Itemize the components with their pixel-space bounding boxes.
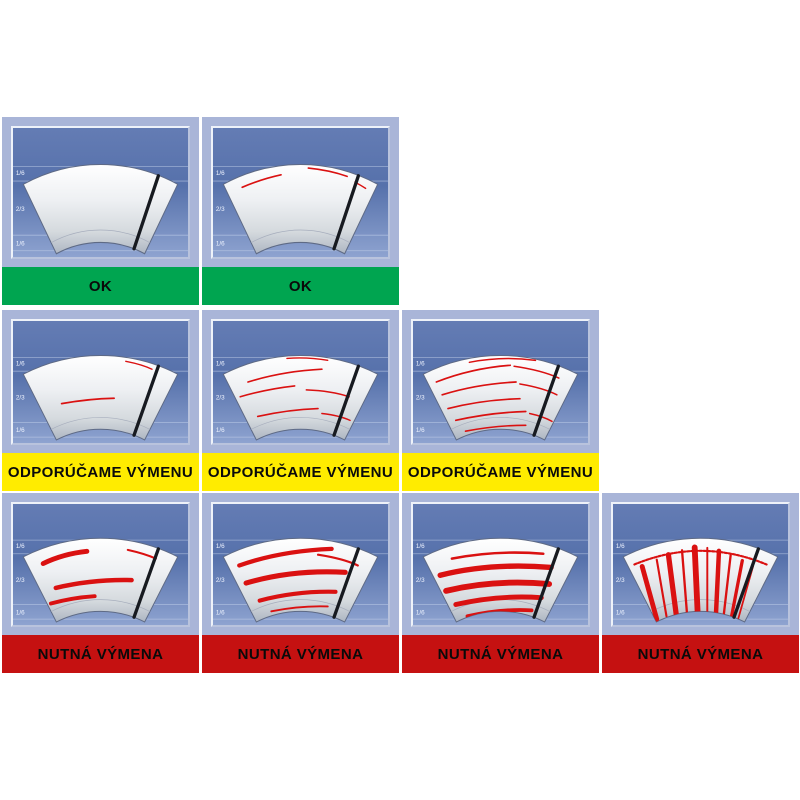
wiper-blade bbox=[132, 547, 160, 619]
status-label-danger: NUTNÁ VÝMENA bbox=[202, 635, 399, 673]
windshield-display: 1/6 2/3 1/6 bbox=[211, 319, 390, 445]
wear-streaks bbox=[633, 544, 768, 622]
scale-label: 2/3 bbox=[16, 206, 25, 213]
fan-inner-arc bbox=[50, 229, 151, 243]
wiper-blade bbox=[332, 547, 360, 619]
scale-label: 1/6 bbox=[16, 609, 25, 616]
scale-label: 1/6 bbox=[616, 609, 625, 616]
fan-inner-arc bbox=[50, 417, 151, 430]
fan-inner-arc bbox=[250, 417, 351, 430]
wear-streaks bbox=[40, 548, 157, 606]
wiper-blade bbox=[132, 174, 160, 251]
scale-label: 1/6 bbox=[216, 240, 225, 247]
windshield-display: 1/6 2/3 1/6 bbox=[11, 126, 190, 259]
status-label-warn: ODPORÚČAME VÝMENU bbox=[2, 453, 199, 491]
scale-label: 1/6 bbox=[16, 240, 25, 247]
scale-label: 1/6 bbox=[16, 543, 25, 550]
scale-label: 1/6 bbox=[216, 543, 225, 550]
scale-label: 1/6 bbox=[216, 360, 225, 367]
scale-label: 1/6 bbox=[416, 427, 425, 434]
fan-inner-arc bbox=[250, 229, 351, 243]
wear-streaks bbox=[437, 551, 554, 619]
windshield-display: 1/6 2/3 1/6 bbox=[211, 502, 390, 627]
scale-label: 1/6 bbox=[16, 170, 25, 177]
wiper-sweep-graphic: 1/6 2/3 1/6 bbox=[213, 321, 388, 443]
scale-label: 1/6 bbox=[416, 360, 425, 367]
status-label-warn: ODPORÚČAME VÝMENU bbox=[402, 453, 599, 491]
wiper-sweep-graphic: 1/6 2/3 1/6 bbox=[213, 504, 388, 625]
status-label-danger: NUTNÁ VÝMENA bbox=[602, 635, 799, 673]
scale-label: 2/3 bbox=[616, 577, 625, 584]
wiper-sweep-graphic: 1/6 2/3 1/6 bbox=[13, 321, 188, 443]
windshield-display: 1/6 2/3 1/6 bbox=[411, 319, 590, 445]
scale-label: 2/3 bbox=[16, 577, 25, 584]
wiper-blade bbox=[532, 364, 560, 437]
windshield-display: 1/6 2/3 1/6 bbox=[611, 502, 790, 627]
windshield-display: 1/6 2/3 1/6 bbox=[411, 502, 590, 627]
fan-inner-arc bbox=[650, 599, 751, 612]
wiper-sweep-graphic: 1/6 2/3 1/6 bbox=[13, 504, 188, 625]
scale-label: 2/3 bbox=[216, 395, 225, 402]
windshield-display: 1/6 2/3 1/6 bbox=[11, 502, 190, 627]
scale-label: 2/3 bbox=[416, 395, 425, 402]
scale-label: 1/6 bbox=[216, 170, 225, 177]
wiper-blade bbox=[332, 364, 360, 437]
wiper-blade bbox=[132, 364, 160, 437]
wiper-blade bbox=[532, 547, 560, 619]
scale-label: 1/6 bbox=[16, 360, 25, 367]
scale-label: 1/6 bbox=[416, 543, 425, 550]
status-label-ok: OK bbox=[202, 267, 399, 305]
scale-label: 1/6 bbox=[16, 427, 25, 434]
fan-inner-arc bbox=[50, 599, 151, 612]
scale-label: 1/6 bbox=[416, 609, 425, 616]
status-label-danger: NUTNÁ VÝMENA bbox=[2, 635, 199, 673]
scale-label: 2/3 bbox=[416, 577, 425, 584]
windshield-display: 1/6 2/3 1/6 bbox=[11, 319, 190, 445]
fan-inner-arc bbox=[250, 599, 351, 612]
scale-label: 1/6 bbox=[616, 543, 625, 550]
wiper-blade bbox=[732, 547, 760, 619]
wear-streaks bbox=[239, 357, 351, 422]
scale-label: 2/3 bbox=[16, 395, 25, 402]
status-label-ok: OK bbox=[2, 267, 199, 305]
windshield-display: 1/6 2/3 1/6 bbox=[211, 126, 390, 259]
scale-label: 1/6 bbox=[216, 609, 225, 616]
wiper-sweep-graphic: 1/6 2/3 1/6 bbox=[13, 128, 188, 257]
wear-streaks bbox=[237, 546, 359, 613]
scale-label: 1/6 bbox=[216, 427, 225, 434]
wear-streaks bbox=[60, 360, 153, 405]
wiper-sweep-graphic: 1/6 2/3 1/6 bbox=[413, 321, 588, 443]
wiper-sweep-graphic: 1/6 2/3 1/6 bbox=[413, 504, 588, 625]
status-label-warn: ODPORÚČAME VÝMENU bbox=[202, 453, 399, 491]
scale-label: 2/3 bbox=[216, 577, 225, 584]
wiper-blade bbox=[332, 174, 360, 251]
fan-inner-arc bbox=[450, 417, 551, 430]
scale-label: 2/3 bbox=[216, 206, 225, 213]
status-label-danger: NUTNÁ VÝMENA bbox=[402, 635, 599, 673]
wiper-sweep-graphic: 1/6 2/3 1/6 bbox=[213, 128, 388, 257]
wiper-sweep-graphic: 1/6 2/3 1/6 bbox=[613, 504, 788, 625]
